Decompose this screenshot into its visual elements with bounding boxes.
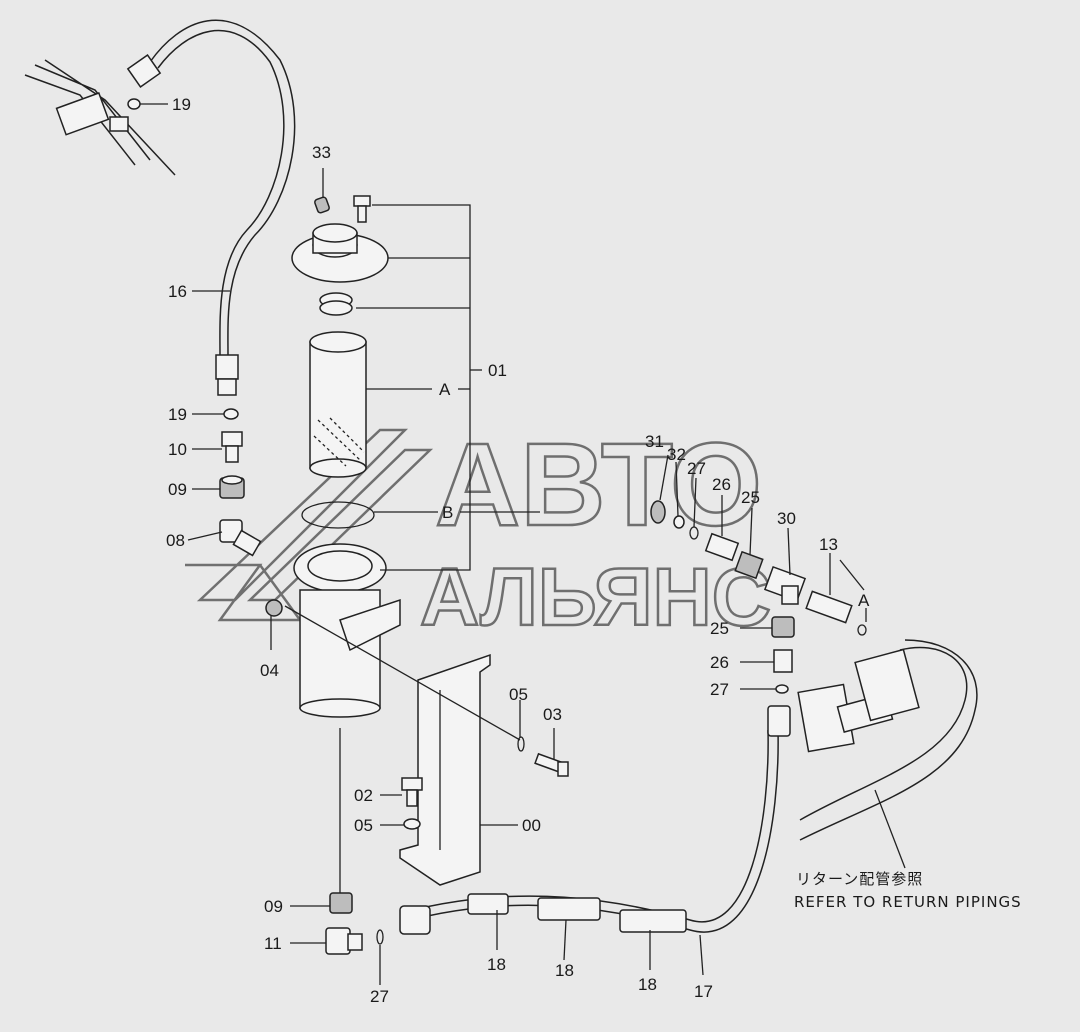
label-27: 27 <box>687 459 706 478</box>
plug-04 <box>265 599 283 617</box>
note-english: REFER TO RETURN PIPINGS <box>794 893 1022 911</box>
o-ring-a <box>857 624 867 636</box>
label-05: 05 <box>354 816 373 835</box>
bolt-03 <box>534 752 569 777</box>
label-09-top: 09 <box>168 480 187 499</box>
nut-25-lower <box>771 616 795 638</box>
label-27-lower: 27 <box>710 680 729 699</box>
tee-30 <box>763 565 807 605</box>
label-19-top: 19 <box>172 95 191 114</box>
washer-05 <box>403 818 421 830</box>
elbow-11 <box>325 927 363 955</box>
check-valve-13 <box>805 590 853 624</box>
label-18-b: 18 <box>555 961 574 980</box>
fitting-31 <box>650 500 666 524</box>
adapter-10 <box>221 431 243 463</box>
filter-housing <box>293 543 401 718</box>
label-26-lower: 26 <box>710 653 729 672</box>
pipe-cluster <box>24 59 176 176</box>
label-18-c: 18 <box>638 975 657 994</box>
return-pipe <box>797 639 978 841</box>
label-25: 25 <box>741 488 760 507</box>
watermark: АВТО АЛЬЯНС <box>185 418 772 644</box>
o-ring-19-top <box>127 98 141 110</box>
bracket-00 <box>399 653 491 886</box>
o-ring-b <box>301 501 375 529</box>
label-13: 13 <box>819 535 838 554</box>
label-17: 17 <box>694 982 713 1001</box>
leader-lines <box>140 103 906 985</box>
note-japanese: リターン配管参照 <box>796 870 923 888</box>
bolt-top <box>353 195 371 223</box>
label-b: B <box>442 503 453 522</box>
hose-16 <box>126 19 296 396</box>
nut-09-bottom <box>329 892 353 914</box>
adapter-26-lower <box>773 649 793 673</box>
label-11: 11 <box>264 934 282 953</box>
label-03: 03 <box>543 705 562 724</box>
hose-17 <box>399 705 791 935</box>
label-05-top: 05 <box>509 685 528 704</box>
label-09-bottom: 09 <box>264 897 283 916</box>
label-33: 33 <box>312 143 331 162</box>
washer-05-top <box>517 736 525 752</box>
label-08: 08 <box>166 531 185 550</box>
part-labels: 19 33 16 19 10 09 08 04 01 A B 31 32 27 … <box>166 95 870 1006</box>
label-00: 00 <box>522 816 541 835</box>
label-31: 31 <box>645 432 664 451</box>
label-02: 02 <box>354 786 373 805</box>
label-04: 04 <box>260 661 279 680</box>
label-16: 16 <box>168 282 187 301</box>
bolt-33-plug <box>314 196 330 214</box>
label-a-valve: A <box>858 591 870 610</box>
watermark-line1: АВТО <box>435 419 762 551</box>
label-26: 26 <box>712 475 731 494</box>
filter-element <box>309 331 367 478</box>
label-a-filter: A <box>439 380 451 399</box>
filter-cover <box>291 223 389 283</box>
label-30: 30 <box>777 509 796 528</box>
nut-09-top <box>219 475 245 499</box>
seal-ring <box>319 292 353 316</box>
label-01: 01 <box>488 361 507 380</box>
o-ring-27-bottom <box>376 929 384 945</box>
label-27-bottom: 27 <box>370 987 389 1006</box>
watermark-line2: АЛЬЯНС <box>420 552 771 643</box>
label-25-lower: 25 <box>710 619 729 638</box>
nut-25 <box>734 550 764 580</box>
o-ring-27-lower <box>775 684 789 694</box>
label-32: 32 <box>667 445 686 464</box>
bolt-02 <box>401 777 423 807</box>
reference-note: リターン配管参照 REFER TO RETURN PIPINGS <box>794 870 1022 911</box>
elbow-08 <box>219 519 262 557</box>
label-10: 10 <box>168 440 187 459</box>
watermark-logo <box>185 428 434 622</box>
adapter-26 <box>704 532 740 562</box>
label-18-a: 18 <box>487 955 506 974</box>
o-ring-19 <box>223 408 239 420</box>
washer-32 <box>673 515 685 529</box>
label-19: 19 <box>168 405 187 424</box>
